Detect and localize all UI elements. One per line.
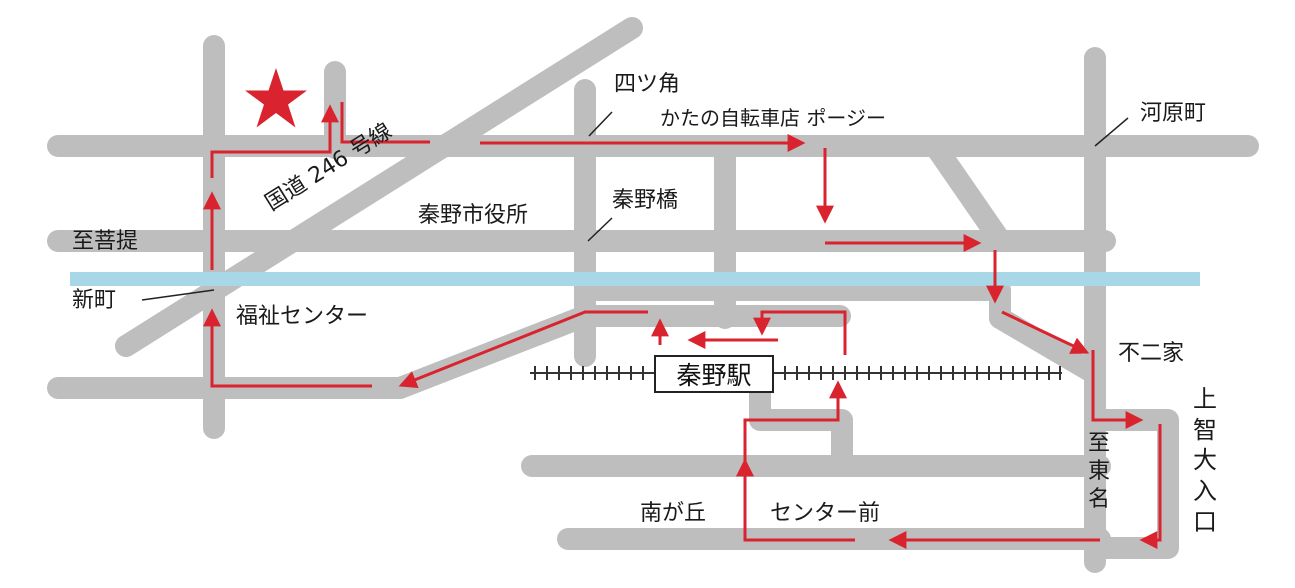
- road-network: [47, 17, 1259, 573]
- label-city-hall: 秦野市役所: [418, 203, 529, 228]
- river: [70, 272, 1200, 286]
- route-lines: [203, 102, 1162, 549]
- road-route-246: [115, 17, 643, 357]
- route-seg-kawaramachi-down: [1091, 350, 1144, 429]
- route-seg-west-top: [210, 104, 339, 178]
- leader-lines: [141, 111, 1129, 301]
- road-diagonal-east: [924, 135, 1011, 251]
- label-hadano-bridge: 秦野橋: [612, 188, 679, 213]
- route-seg-connector: [743, 380, 847, 462]
- route-seg-center-mae: [736, 458, 855, 542]
- label-hadano-station: 秦野駅: [676, 361, 752, 390]
- label-bicycle-shop: かたの自転車店 ポージー: [660, 106, 886, 130]
- route-seg-station-east: [753, 310, 847, 355]
- route-seg-diagonal: [398, 310, 648, 389]
- label-kawaramachi: 河原町: [1140, 101, 1207, 126]
- route-seg-east-loop: [1139, 424, 1162, 549]
- label-welfare-center: 福祉センター: [236, 304, 369, 329]
- route-seg-star-link: [340, 102, 430, 144]
- railway: [530, 366, 1062, 380]
- label-fujiya: 不二家: [1118, 341, 1185, 366]
- label-center-mae: センター前: [770, 501, 881, 526]
- hadano-station-box: 秦野駅: [654, 355, 774, 393]
- road-south-connector: [749, 381, 853, 477]
- route-seg-lower-west: [203, 308, 372, 388]
- label-sophia-entrance: 上智大入口: [1193, 385, 1217, 536]
- label-minamigaoka: 南が丘: [640, 501, 707, 526]
- road-diagonal-southwest: [389, 305, 596, 399]
- road-diagonal-fujiya: [989, 307, 1103, 383]
- label-to-bodai: 至菩提: [72, 229, 139, 254]
- label-to-tomei: 至東名: [1087, 431, 1110, 513]
- star-icon: [245, 68, 307, 128]
- route-seg-fujiya: [1001, 310, 1090, 354]
- label-shinmachi: 新町: [72, 288, 117, 313]
- label-yotsukado: 四ツ角: [614, 72, 681, 97]
